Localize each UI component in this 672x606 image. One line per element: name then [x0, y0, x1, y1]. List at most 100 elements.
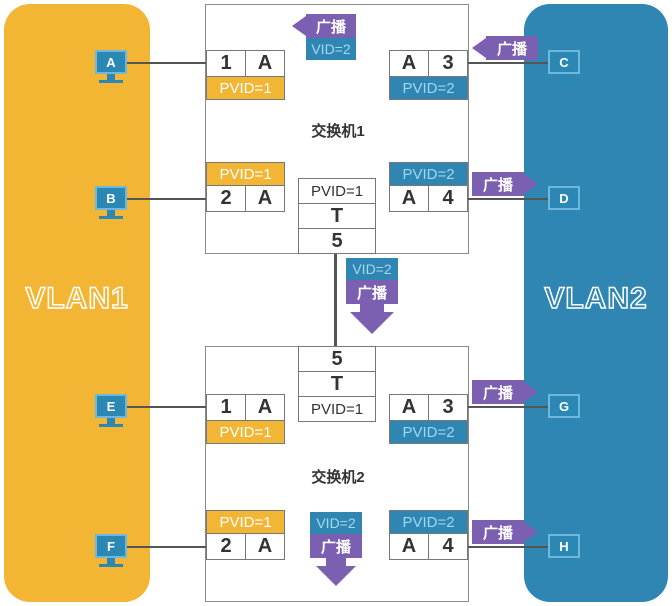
- wire-g: [467, 406, 549, 408]
- vlan1-label: VLAN1: [25, 281, 129, 316]
- broadcast-to-g: 广播: [472, 380, 524, 404]
- sw2-port4-pvid: PVID=2: [389, 510, 468, 534]
- pc-g-icon[interactable]: G: [548, 394, 580, 428]
- sw2-broadcast-bottom: 广播: [310, 534, 362, 558]
- sw1-port3-pvid: PVID=2: [389, 76, 468, 100]
- sw1-port3-mode: A: [389, 50, 429, 77]
- trunk-broadcast: 广播: [346, 280, 398, 304]
- sw1-port1-mode: A: [245, 50, 285, 77]
- arrow-left-icon: [472, 38, 486, 58]
- sw2-port2-pvid: PVID=1: [206, 510, 285, 534]
- sw2-port3-num: 3: [428, 394, 468, 421]
- pc-d-stand: [560, 210, 568, 216]
- sw1-port4-mode: A: [389, 185, 429, 212]
- switch2-label: 交换机2: [311, 469, 365, 486]
- broadcast-to-c: 广播: [486, 36, 538, 60]
- pc-d-icon[interactable]: D: [548, 186, 580, 220]
- sw2-port3-pvid: PVID=2: [389, 420, 468, 444]
- pc-a-icon[interactable]: A: [95, 50, 127, 84]
- pc-a-label: A: [95, 50, 127, 74]
- wire-a: [125, 62, 207, 64]
- sw1-frame-top: 广播 VID=2: [292, 14, 370, 60]
- sw2-port5-num: 5: [298, 346, 376, 372]
- broadcast-to-h: 广播: [472, 520, 524, 544]
- sw1-port3-num: 3: [428, 50, 468, 77]
- wire-c: [467, 62, 549, 64]
- pc-b-stand: [107, 210, 115, 216]
- trunk-link: [334, 252, 337, 348]
- arrow-right-icon: [524, 174, 538, 194]
- vlan2-label: VLAN2: [544, 281, 648, 316]
- sw2-port1-num: 1: [206, 394, 246, 421]
- pc-c-icon[interactable]: C: [548, 50, 580, 84]
- sw1-port1-pvid: PVID=1: [206, 76, 285, 100]
- pc-g-label: G: [548, 394, 580, 418]
- sw1-port5-pvid: PVID=1: [298, 178, 376, 204]
- trunk-vid: VID=2: [346, 258, 398, 280]
- pc-e-stand: [107, 418, 115, 424]
- arrow-right-icon: [524, 382, 538, 402]
- pc-b-icon[interactable]: B: [95, 186, 127, 220]
- pc-a-stand: [107, 74, 115, 80]
- pc-d-base: [552, 216, 576, 219]
- arrow-down-icon: [316, 558, 356, 586]
- wire-f: [125, 546, 207, 548]
- pc-f-stand: [107, 558, 115, 564]
- sw2-port5-pvid: PVID=1: [298, 396, 376, 422]
- frame-to-d: 广播: [472, 172, 544, 196]
- frame-to-h: 广播: [472, 520, 544, 544]
- sw2-port2-num: 2: [206, 533, 246, 560]
- sw1-port4-pvid: PVID=2: [389, 162, 468, 186]
- pc-a-base: [99, 80, 123, 83]
- frame-to-g: 广播: [472, 380, 544, 404]
- sw1-broadcast-top: 广播: [306, 14, 356, 38]
- broadcast-to-d: 广播: [472, 172, 524, 196]
- arrow-right-icon: [524, 522, 538, 542]
- sw1-port1-num: 1: [206, 50, 246, 77]
- pc-g-stand: [560, 418, 568, 424]
- pc-h-base: [552, 564, 576, 567]
- sw1-port2-mode: A: [245, 185, 285, 212]
- vlan2-zone: [524, 4, 668, 602]
- sw2-port4-mode: A: [389, 533, 429, 560]
- sw1-port2-num: 2: [206, 185, 246, 212]
- pc-h-icon[interactable]: H: [548, 534, 580, 568]
- frame-trunk: VID=2 广播: [346, 258, 400, 338]
- sw1-vid-top: VID=2: [306, 38, 356, 60]
- pc-b-label: B: [95, 186, 127, 210]
- pc-c-base: [552, 80, 576, 83]
- pc-f-label: F: [95, 534, 127, 558]
- sw2-port1-mode: A: [245, 394, 285, 421]
- pc-h-stand: [560, 558, 568, 564]
- pc-e-label: E: [95, 394, 127, 418]
- sw1-port2-pvid: PVID=1: [206, 162, 285, 186]
- sw2-port2-mode: A: [245, 533, 285, 560]
- sw1-port4-num: 4: [428, 185, 468, 212]
- pc-d-label: D: [548, 186, 580, 210]
- sw2-vid-bottom: VID=2: [310, 512, 362, 534]
- arrow-left-icon: [292, 16, 306, 36]
- pc-f-icon[interactable]: F: [95, 534, 127, 568]
- sw2-port5-mode: T: [298, 371, 376, 397]
- sw1-port5-mode: T: [298, 203, 376, 229]
- pc-f-base: [99, 564, 123, 567]
- pc-h-label: H: [548, 534, 580, 558]
- pc-b-base: [99, 216, 123, 219]
- wire-h: [467, 546, 549, 548]
- sw2-port3-mode: A: [389, 394, 429, 421]
- wire-b: [125, 198, 207, 200]
- pc-c-label: C: [548, 50, 580, 74]
- switch1-label: 交换机1: [311, 123, 365, 140]
- frame-to-c: 广播: [472, 36, 542, 60]
- pc-c-stand: [560, 74, 568, 80]
- pc-g-base: [552, 424, 576, 427]
- wire-d: [467, 198, 549, 200]
- vlan1-zone: [4, 4, 150, 602]
- arrow-down-icon: [350, 304, 394, 334]
- sw2-port1-pvid: PVID=1: [206, 420, 285, 444]
- pc-e-base: [99, 424, 123, 427]
- pc-e-icon[interactable]: E: [95, 394, 127, 428]
- sw1-port5-num: 5: [298, 228, 376, 254]
- wire-e: [125, 406, 207, 408]
- sw2-frame-bottom: VID=2 广播: [310, 512, 364, 592]
